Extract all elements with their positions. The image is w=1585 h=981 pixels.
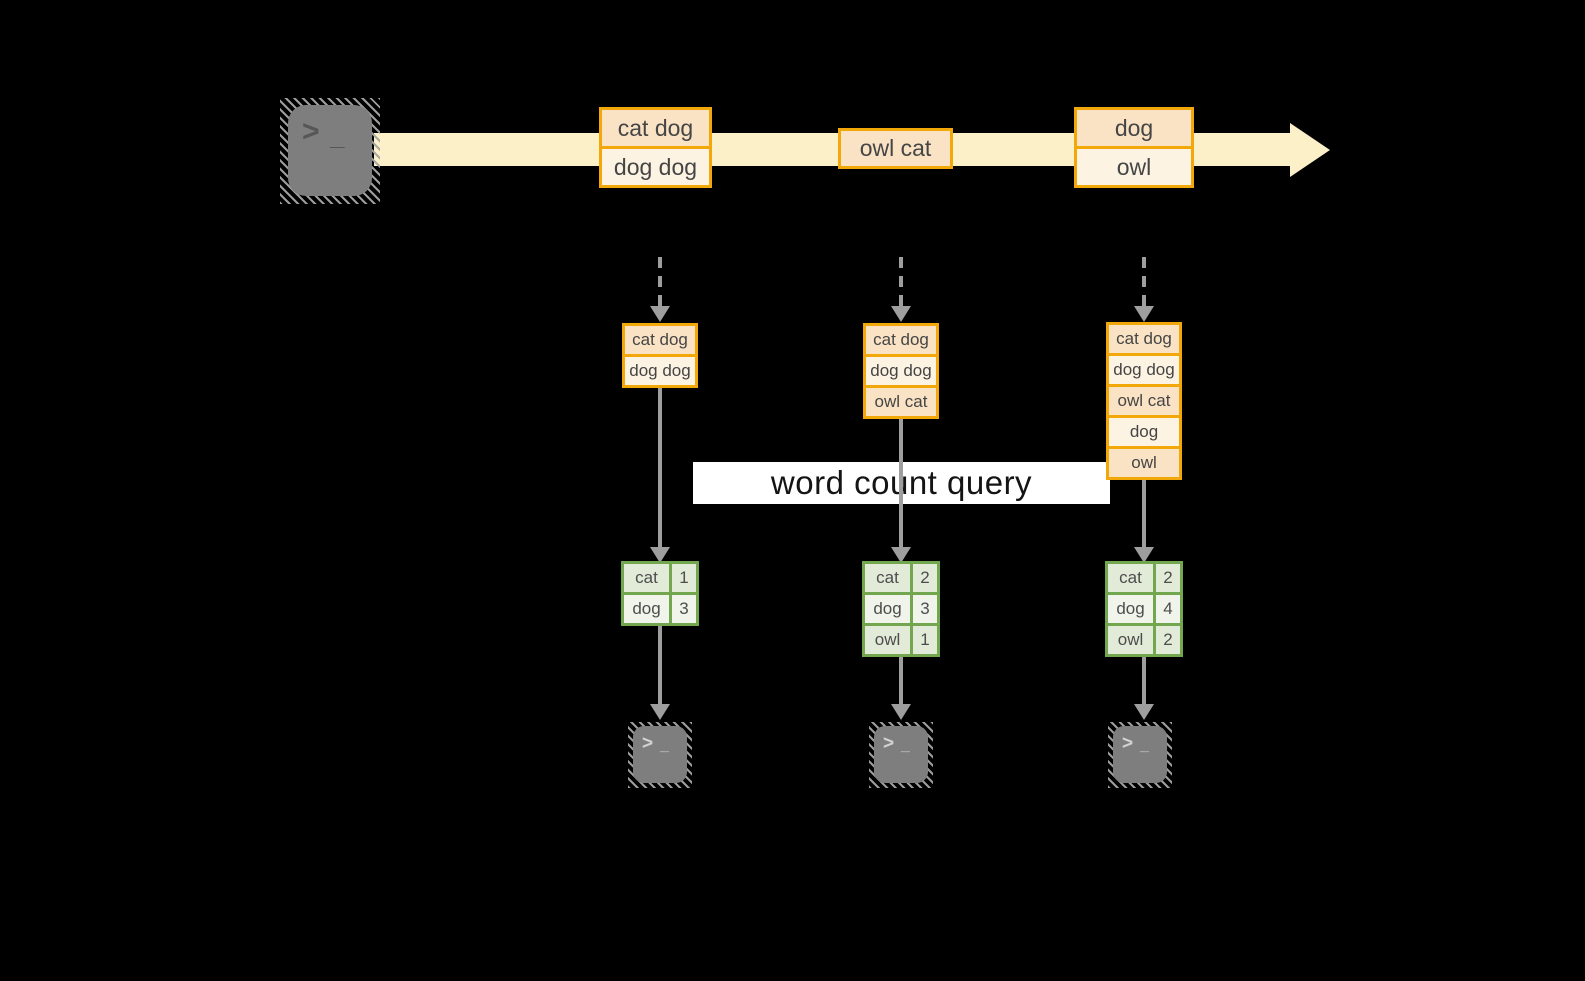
connector-line [1142, 478, 1146, 548]
word-cell: owl [1108, 626, 1153, 654]
terminal-body: > _ [288, 105, 372, 196]
buffer-record: dog dog [1109, 356, 1179, 384]
arrow-down-icon [891, 547, 911, 563]
stream-record: dog dog [602, 149, 709, 185]
terminal-cursor-icon: _ [901, 737, 910, 754]
word-cell: owl [865, 626, 910, 654]
stream-record: owl cat [841, 131, 950, 166]
dashed-arrow-line [899, 257, 903, 307]
count-cell: 2 [1156, 564, 1180, 592]
terminal-prompt-icon: > [302, 115, 320, 148]
stream-record-group-2: owl cat [838, 128, 953, 169]
stream-record-group-3: dog owl [1074, 107, 1194, 188]
buffer-record: owl cat [866, 388, 936, 416]
word-cell: cat [1108, 564, 1153, 592]
stage1-count-table: cat 1 dog 3 [621, 561, 699, 626]
buffer-record: cat dog [1109, 325, 1179, 353]
word-cell: cat [865, 564, 910, 592]
buffer-record: dog dog [866, 357, 936, 385]
arrow-down-icon [891, 704, 911, 720]
stream-record: cat dog [602, 110, 709, 146]
consumer-terminal-icon: > _ [628, 722, 692, 788]
arrow-down-icon [1134, 306, 1154, 322]
source-terminal-icon: > _ [280, 98, 380, 204]
connector-line [1142, 655, 1146, 706]
stage3-count-table: cat 2 dog 4 owl 2 [1105, 561, 1183, 657]
stage3-buffer-box: cat dog dog dog owl cat dog owl [1106, 322, 1182, 480]
count-cell: 3 [913, 595, 937, 623]
count-cell: 1 [672, 564, 696, 592]
count-cell: 2 [913, 564, 937, 592]
arrow-down-icon [650, 547, 670, 563]
terminal-prompt-icon: > [1122, 733, 1134, 754]
word-cell: dog [865, 595, 910, 623]
arrow-down-icon [891, 306, 911, 322]
arrow-down-icon [1134, 704, 1154, 720]
stage1-buffer-box: cat dog dog dog [622, 323, 698, 388]
consumer-terminal-icon: > _ [1108, 722, 1172, 788]
dashed-arrow-line [1142, 257, 1146, 307]
arrow-down-icon [1134, 547, 1154, 563]
stream-arrowhead-icon [1290, 123, 1330, 177]
arrow-down-icon [650, 704, 670, 720]
count-cell: 4 [1156, 595, 1180, 623]
stream-record: dog [1077, 110, 1191, 146]
consumer-terminal-icon: > _ [869, 722, 933, 788]
dashed-arrow-line [658, 257, 662, 307]
terminal-prompt-icon: > [642, 733, 654, 754]
terminal-body: > _ [874, 726, 928, 783]
connector-line [658, 386, 662, 548]
stage2-buffer-box: cat dog dog dog owl cat [863, 323, 939, 419]
word-cell: cat [624, 564, 669, 592]
count-cell: 3 [672, 595, 696, 623]
connector-line [899, 655, 903, 706]
terminal-cursor-icon: _ [1140, 737, 1149, 754]
buffer-record: owl [1109, 449, 1179, 477]
stream-record: owl [1077, 149, 1191, 185]
buffer-record: cat dog [866, 326, 936, 354]
count-cell: 1 [913, 626, 937, 654]
arrow-down-icon [650, 306, 670, 322]
buffer-record: dog dog [625, 357, 695, 385]
connector-line [658, 624, 662, 706]
terminal-cursor-icon: _ [660, 737, 669, 754]
connector-line [899, 417, 903, 548]
buffer-record: owl cat [1109, 387, 1179, 415]
word-cell: dog [1108, 595, 1153, 623]
terminal-body: > _ [633, 726, 687, 783]
word-cell: dog [624, 595, 669, 623]
count-cell: 2 [1156, 626, 1180, 654]
buffer-record: cat dog [625, 326, 695, 354]
stage2-count-table: cat 2 dog 3 owl 1 [862, 561, 940, 657]
buffer-record: dog [1109, 418, 1179, 446]
terminal-prompt-icon: > [883, 733, 895, 754]
terminal-body: > _ [1113, 726, 1167, 783]
terminal-cursor-icon: _ [330, 121, 345, 151]
stream-record-group-1: cat dog dog dog [599, 107, 712, 188]
